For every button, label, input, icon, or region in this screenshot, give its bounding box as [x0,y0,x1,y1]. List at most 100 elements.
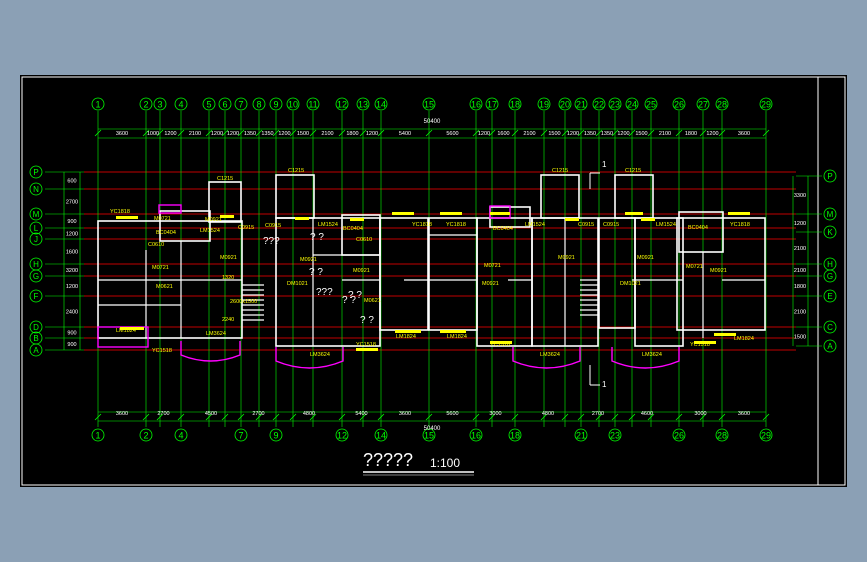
axis-label-bottom: 15 [424,431,434,441]
room-label: M0921 [637,255,654,261]
dimension-top: 1350 [584,131,596,137]
dimension-top: 1200 [227,131,239,137]
dimension-tick [425,129,433,137]
unit-7-outline [634,217,684,347]
room-label: 1320 [222,275,234,281]
room-label: C0610 [148,242,164,248]
axis-label-bottom: 28 [717,431,727,441]
axis-bubble-top [422,97,436,111]
room-label: YC1518 [490,342,510,348]
room-label: LM1524 [525,222,545,228]
axis-bubble-bottom [469,428,483,442]
axis-bubble-top [537,97,551,111]
window-mark [295,217,309,220]
window-mark [490,341,512,344]
room-label: C0915 [578,222,594,228]
dimension-tick [511,413,519,421]
room-label: YC1818 [110,209,130,215]
dimension-tick [255,413,263,421]
dimension-top: 1500 [635,131,647,137]
room-label: YC1818 [730,222,750,228]
room-label: C0915 [238,225,254,231]
dimension-tick [718,129,726,137]
row-label-left: F [34,292,39,301]
room-label: LM3624 [540,352,560,358]
room-name-placeholder: ? ? [310,232,324,243]
axis-bubble-top [608,97,622,111]
dimension-bottom: 3600 [116,411,128,417]
window-mark [116,216,138,219]
axis-bubble-top [715,97,729,111]
axis-label-top: 20 [560,100,570,110]
room-label: BC0404 [688,225,708,231]
room-label: LM3624 [206,331,226,337]
axis-bubble-top [485,97,499,111]
room-label: M0921 [558,255,575,261]
room-label: YC1818 [446,222,466,228]
dimension-top: 1200 [211,131,223,137]
dimension-top: 3600 [116,131,128,137]
stair-core-left [208,181,242,223]
dimension-tick [511,129,519,137]
dimension-top: 1800 [685,131,697,137]
axis-label-top: 13 [358,100,368,110]
room-label: C1215 [217,176,233,182]
dimension-bottom: 3600 [399,411,411,417]
row-label-left: H [33,260,39,269]
dimension-top: 1200 [366,131,378,137]
dimension-left: 1600 [66,250,78,256]
room-label: C0915 [265,223,281,229]
window-mark [625,212,643,215]
dimension-tick [255,129,263,137]
axis-bubble-top [759,97,773,111]
dimension-right: 1500 [794,335,806,341]
room-label: YC1518 [356,342,376,348]
room-label: M0921 [300,257,317,263]
dimension-top: 2100 [189,131,201,137]
room-label: LM3624 [642,352,662,358]
dimension-bottom: 4600 [641,411,653,417]
dimension-right: 2100 [794,246,806,252]
dimension-tick [237,413,245,421]
dimension-left: 3200 [66,268,78,274]
dimension-tick [699,129,707,137]
dimension-top: 1200 [617,131,629,137]
row-bubble-right [823,169,837,183]
axis-label-bottom: 2 [143,431,148,441]
dimension-tick [472,129,480,137]
row-label-left: D [33,323,39,332]
axis-label-top: 25 [646,100,656,110]
axis-bubble-top [469,97,483,111]
row-label-left: M [33,210,40,219]
axis-label-top: 7 [238,100,243,110]
axis-label-bottom: 14 [376,431,386,441]
axis-label-top: 18 [510,100,520,110]
room-label: LM1824 [396,334,416,340]
room-name-placeholder: ? ? [360,315,374,326]
dimension-top: 1200 [278,131,290,137]
row-bubble-right [823,207,837,221]
dimension-tick [762,129,770,137]
room-label: LM1524 [656,222,676,228]
dimension-top: 1200 [478,131,490,137]
stair-core-6 [614,174,654,219]
row-label-left: N [33,185,39,194]
dimension-tick [628,129,636,137]
axis-label-top: 12 [337,100,347,110]
axis-label-top: 2 [143,100,148,110]
room-label: YC1518 [152,348,172,354]
room-label: 2600x1500 [230,299,257,305]
row-bubble-left [29,320,43,334]
room-label: M0921 [353,268,370,274]
dimension-tick [221,413,229,421]
axis-bubble-top [356,97,370,111]
axis-label-top: 10 [288,100,298,110]
window-mark [120,327,144,330]
window-mark [220,215,234,218]
dimension-tick [272,413,280,421]
room-label: DM1021 [620,281,641,287]
dimension-tick [177,129,185,137]
room-label: LM1824 [734,336,754,342]
